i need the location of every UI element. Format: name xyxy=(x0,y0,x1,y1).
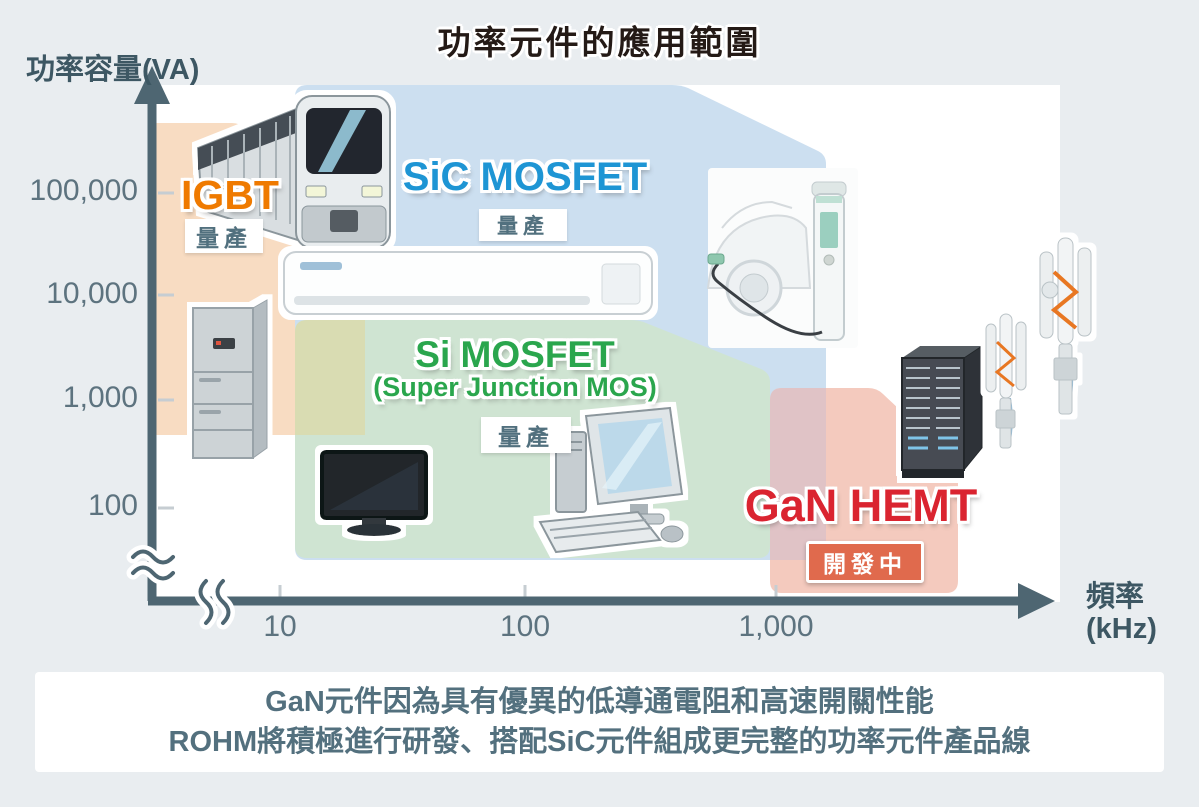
region-label-igbt: IGBT xyxy=(181,172,279,218)
server-rack-icon xyxy=(901,345,983,478)
y-axis-arrow xyxy=(134,66,170,104)
x-axis xyxy=(148,583,1055,619)
air-conditioner-icon xyxy=(283,251,653,315)
region-label-si-mosfet-sub: (Super Junction MOS) xyxy=(373,372,657,402)
igbt-si-overlap-region xyxy=(295,320,365,435)
y-tick-label: 10,000 xyxy=(46,277,138,310)
x-tick-label: 100 xyxy=(499,610,551,643)
status-badge-si-mosfet: 量產 xyxy=(481,417,571,453)
ev-charging-icon xyxy=(706,168,858,348)
axes xyxy=(126,66,1055,630)
y-axis-break-icon xyxy=(126,545,180,585)
status-badge-sic-mosfet: 量產 xyxy=(479,209,567,241)
base-station-antenna-small-icon xyxy=(985,313,1027,449)
tv-icon xyxy=(320,450,428,536)
x-axis-break-icon xyxy=(194,574,235,630)
train-icon xyxy=(196,95,391,249)
status-badge-igbt: 量產 xyxy=(185,219,263,253)
x-axis-title: 頻率 (kHz) xyxy=(1086,581,1157,645)
y-axis-title: 功率容量(VA) xyxy=(26,54,200,86)
status-badge-gan-hemt: 開發中 xyxy=(806,541,924,583)
y-tick-label: 1,000 xyxy=(62,381,138,414)
footer-line-2: ROHM將積極進行研發、搭配SiC元件組成更完整的功率元件產品線 xyxy=(168,726,1031,758)
x-tick-label: 1,000 xyxy=(738,610,814,643)
sic-gan-overlap-region xyxy=(770,388,826,560)
refrigerator-icon xyxy=(192,299,268,459)
y-tick-label: 100 xyxy=(87,489,138,522)
desktop-pc-icon xyxy=(538,406,684,554)
x-axis-arrow xyxy=(1018,583,1055,619)
region-label-gan-hemt: GaN HEMT xyxy=(744,480,978,531)
footer-line-1: GaN元件因為具有優異的低導通電阻和高速開關性能 xyxy=(265,686,934,718)
x-tick-label: 10 xyxy=(263,610,297,643)
y-axis xyxy=(134,66,170,601)
x-axis-title-line1: 頻率 xyxy=(1086,581,1145,613)
base-station-antenna-large-icon xyxy=(1039,237,1092,415)
footer-note: GaN元件因為具有優異的低導通電阻和高速開關性能 ROHM將積極進行研發、搭配S… xyxy=(35,672,1164,772)
region-label-si-mosfet: Si MOSFET xyxy=(415,334,615,375)
x-axis-title-line2: (kHz) xyxy=(1086,613,1157,645)
y-tick-label: 100,000 xyxy=(29,174,138,207)
region-label-sic-mosfet: SiC MOSFET xyxy=(402,155,648,199)
page-title: 功率元件的應用範圍 xyxy=(437,24,762,61)
